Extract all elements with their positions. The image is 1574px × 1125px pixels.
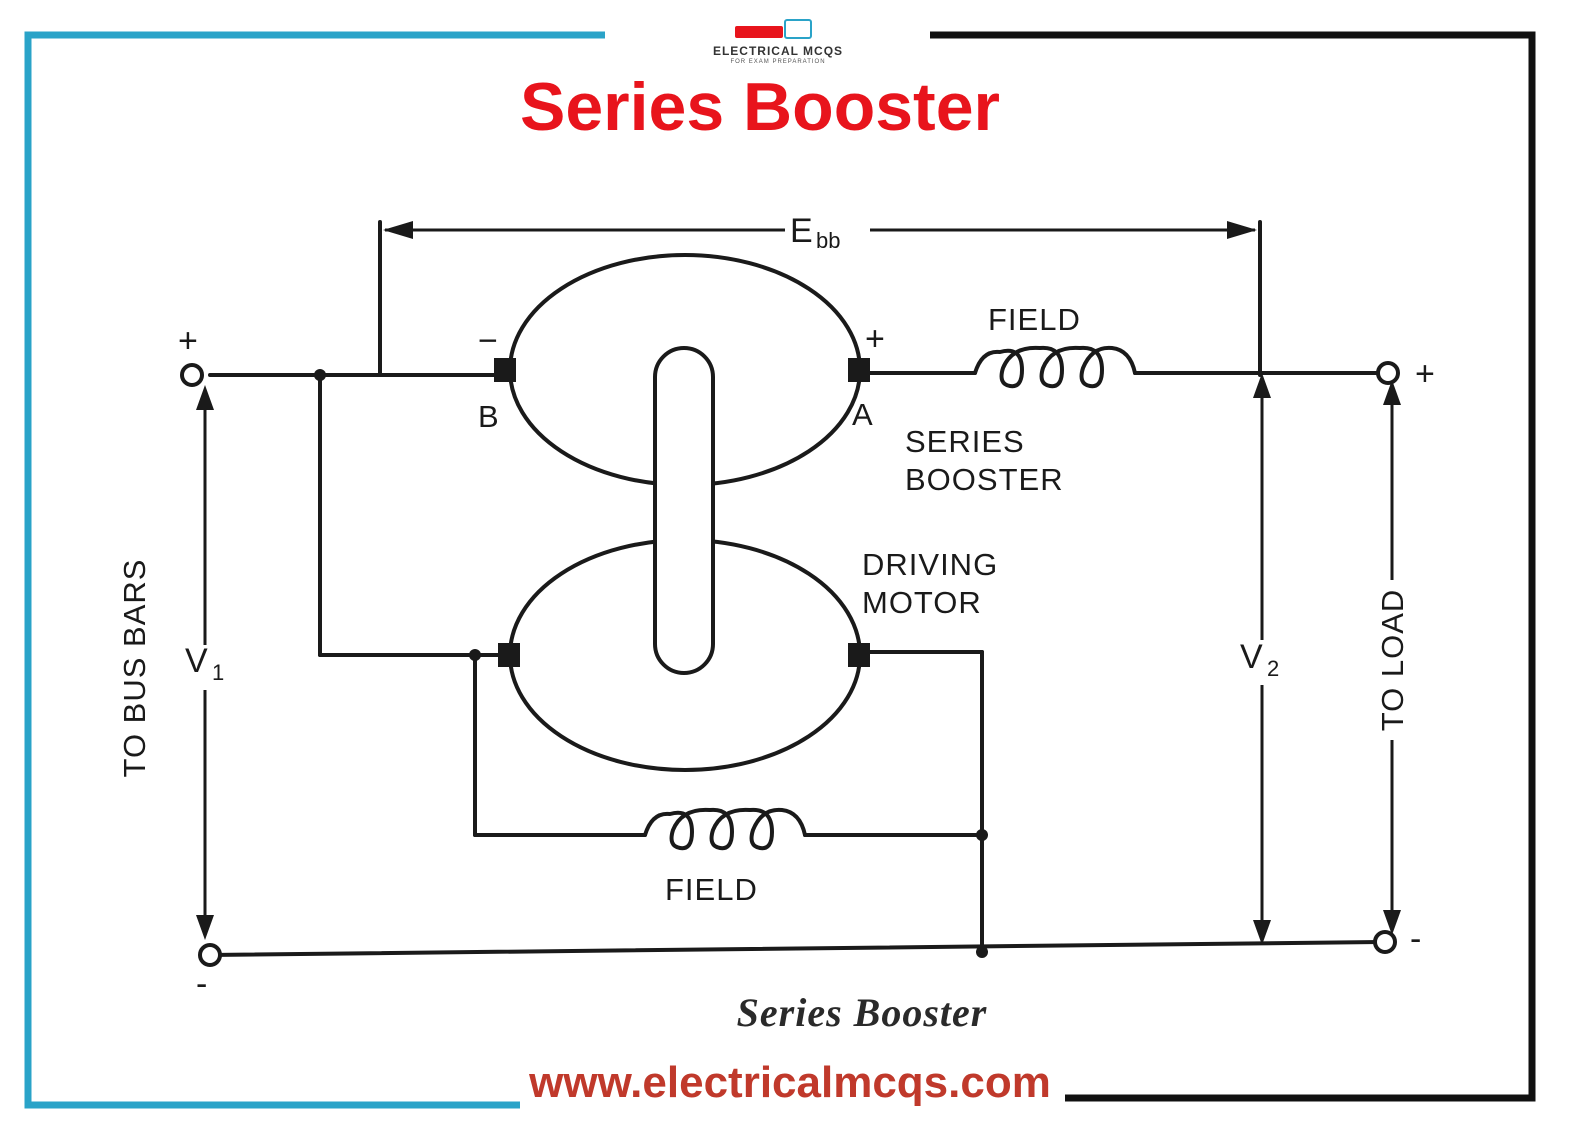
load-minus-sign: - <box>1410 920 1421 958</box>
ebb-dimension: E bb <box>378 212 1262 377</box>
to-load-label: TO LOAD <box>1375 589 1410 732</box>
coupling-shaft <box>653 346 715 675</box>
v2-arrow: V 2 <box>1240 373 1279 945</box>
ebb-subscript: bb <box>816 228 840 253</box>
terminal-load-plus <box>1376 361 1400 385</box>
frame-border <box>24 31 1536 1109</box>
watermark-logo: ELECTRICAL MCQS FOR EXAM PREPARATION <box>713 19 843 65</box>
logo-subtext: FOR EXAM PREPARATION <box>730 59 825 65</box>
load-plus-sign: + <box>1415 355 1435 393</box>
terminal-a-label: A <box>852 397 874 432</box>
bus-minus-sign: - <box>196 965 207 1003</box>
logo-text: ELECTRICAL MCQS <box>713 44 843 58</box>
shunt-field-coil <box>643 807 807 851</box>
v1-label: V <box>185 642 208 680</box>
bus-plus-sign: + <box>178 322 198 360</box>
v2-subscript: 2 <box>1267 656 1279 681</box>
motor-wiring <box>314 369 988 958</box>
v2-label: V <box>1240 638 1263 676</box>
booster-plus-sign: + <box>865 320 885 358</box>
driving-motor-label-2: MOTOR <box>862 585 982 620</box>
to-load-arrow: TO LOAD <box>1375 380 1410 935</box>
booster-minus-sign: − <box>478 322 498 360</box>
watermark-url: www.electricalmcqs.com <box>528 1058 1051 1107</box>
bottom-line <box>208 940 1382 957</box>
series-booster-label-1: SERIES <box>905 424 1025 459</box>
to-bus-bars-label: TO BUS BARS <box>117 559 152 778</box>
shunt-field-label: FIELD <box>665 872 758 907</box>
terminal-bus-minus <box>198 943 222 967</box>
v1-subscript: 1 <box>212 660 224 685</box>
page-title: Series Booster <box>520 69 1000 145</box>
series-booster-label-2: BOOSTER <box>905 462 1064 497</box>
series-field-label: FIELD <box>988 302 1081 337</box>
figure-caption: Series Booster <box>737 990 988 1035</box>
top-line-wiring <box>208 371 1382 377</box>
v1-arrow: V 1 <box>185 385 224 940</box>
terminal-load-minus <box>1373 930 1397 954</box>
driving-motor-label-1: DRIVING <box>862 547 998 582</box>
terminal-bus-plus <box>180 363 204 387</box>
terminals <box>180 361 1400 967</box>
series-field-coil <box>973 345 1137 389</box>
terminal-b-label: B <box>478 399 500 434</box>
ebb-label: E <box>790 212 813 250</box>
